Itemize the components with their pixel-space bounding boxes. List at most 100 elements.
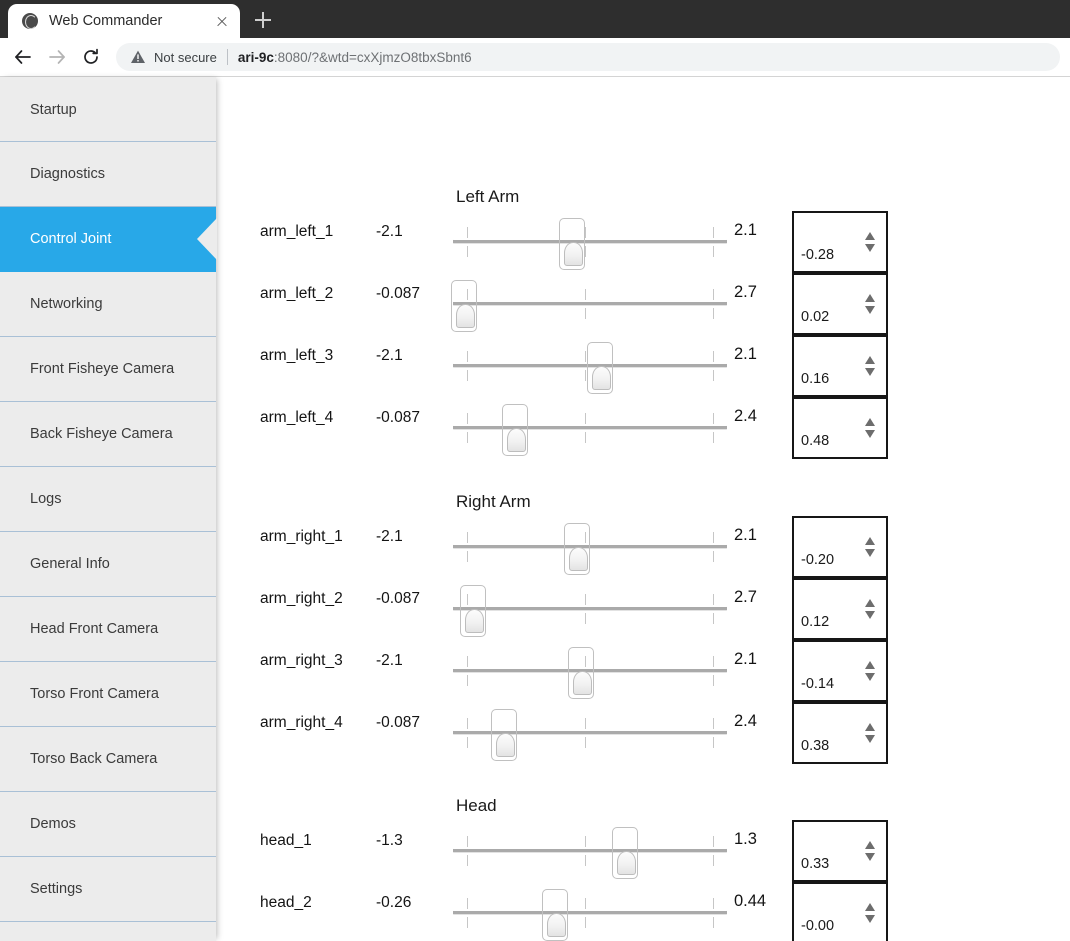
joint-slider[interactable]	[453, 704, 727, 766]
joint-value-spinbox[interactable]: 0.02	[792, 273, 888, 335]
joint-value-spinbox[interactable]: -0.14	[792, 640, 888, 702]
sidebar-item-general-info[interactable]: General Info	[0, 532, 216, 597]
slider-thumb[interactable]	[491, 709, 518, 761]
joint-value-spinbox[interactable]: 0.48	[792, 397, 888, 459]
joint-value-spinbox[interactable]: 0.12	[792, 578, 888, 640]
spinbox-stepper[interactable]	[865, 418, 876, 438]
chevron-up-icon[interactable]	[865, 537, 875, 545]
slider-track[interactable]	[453, 730, 727, 735]
joint-slider[interactable]	[453, 399, 727, 461]
slider-track[interactable]	[453, 848, 727, 853]
reload-icon[interactable]	[76, 42, 106, 72]
chevron-up-icon[interactable]	[865, 294, 875, 302]
back-arrow-icon[interactable]	[8, 42, 38, 72]
sidebar-item-front-fisheye-camera[interactable]: Front Fisheye Camera	[0, 337, 216, 402]
chevron-down-icon[interactable]	[865, 368, 875, 376]
slider-tick	[466, 656, 468, 667]
joint-value-spinbox[interactable]: 0.38	[792, 702, 888, 764]
slider-thumb[interactable]	[563, 523, 590, 575]
joint-value-spinbox[interactable]: -0.28	[792, 211, 888, 273]
sidebar-item-torso-back-camera[interactable]: Torso Back Camera	[0, 727, 216, 792]
joint-slider[interactable]	[453, 213, 727, 275]
sidebar-item-torso-front-camera[interactable]: Torso Front Camera	[0, 662, 216, 727]
slider-thumb[interactable]	[460, 585, 487, 637]
slider-track[interactable]	[453, 910, 727, 915]
joint-max-label: 2.1	[734, 221, 757, 239]
sidebar-item-settings[interactable]: Settings	[0, 857, 216, 922]
joint-slider[interactable]	[450, 275, 727, 337]
chevron-down-icon[interactable]	[865, 673, 875, 681]
spinbox-stepper[interactable]	[865, 537, 876, 557]
slider-tick	[584, 836, 586, 847]
joint-slider[interactable]	[453, 822, 727, 884]
joint-slider[interactable]	[453, 884, 727, 941]
slider-thumb[interactable]	[558, 218, 585, 270]
slider-track[interactable]	[453, 606, 727, 611]
spinbox-value: 0.38	[801, 738, 830, 754]
chevron-up-icon[interactable]	[865, 841, 875, 849]
forward-arrow-icon[interactable]	[42, 42, 72, 72]
joint-slider[interactable]	[453, 580, 727, 642]
joint-value-spinbox[interactable]: -0.00	[792, 882, 888, 941]
slider-tick	[584, 737, 586, 748]
chevron-down-icon[interactable]	[865, 735, 875, 743]
slider-track[interactable]	[453, 544, 727, 549]
spinbox-stepper[interactable]	[865, 903, 876, 923]
joint-value-spinbox[interactable]: 0.16	[792, 335, 888, 397]
slider-thumb[interactable]	[450, 280, 477, 332]
chevron-down-icon[interactable]	[865, 244, 875, 252]
sidebar-item-diagnostics[interactable]: Diagnostics	[0, 142, 216, 207]
slider-thumb[interactable]	[502, 404, 529, 456]
chevron-up-icon[interactable]	[865, 418, 875, 426]
chevron-up-icon[interactable]	[865, 723, 875, 731]
slider-tick	[584, 917, 586, 928]
spinbox-stepper[interactable]	[865, 356, 876, 376]
sidebar-item-networking[interactable]: Networking	[0, 272, 216, 337]
slider-thumb[interactable]	[587, 342, 614, 394]
chevron-up-icon[interactable]	[865, 599, 875, 607]
sidebar-item-label: Torso Back Camera	[30, 751, 158, 767]
spinbox-stepper[interactable]	[865, 599, 876, 619]
spinbox-stepper[interactable]	[865, 232, 876, 252]
joint-slider[interactable]	[453, 518, 727, 580]
joint-value-spinbox[interactable]: 0.33	[792, 820, 888, 882]
spinbox-stepper[interactable]	[865, 723, 876, 743]
browser-tab[interactable]: Web Commander	[8, 4, 240, 38]
sidebar-item-back-fisheye-camera[interactable]: Back Fisheye Camera	[0, 402, 216, 467]
chevron-up-icon[interactable]	[865, 903, 875, 911]
slider-track[interactable]	[453, 239, 727, 244]
chevron-down-icon[interactable]	[865, 549, 875, 557]
slider-thumb[interactable]	[611, 827, 638, 879]
chevron-down-icon[interactable]	[865, 853, 875, 861]
address-bar[interactable]: Not secure ari-9c:8080/?&wtd=cxXjmzO8tbx…	[116, 43, 1060, 71]
chevron-down-icon[interactable]	[865, 430, 875, 438]
slider-thumb[interactable]	[567, 647, 594, 699]
slider-track[interactable]	[453, 425, 727, 430]
sidebar-item-head-front-camera[interactable]: Head Front Camera	[0, 597, 216, 662]
sidebar-item-startup[interactable]: Startup	[0, 77, 216, 142]
new-tab-button[interactable]	[248, 5, 278, 35]
sidebar-item-demos[interactable]: Demos	[0, 792, 216, 857]
chevron-up-icon[interactable]	[865, 356, 875, 364]
spinbox-stepper[interactable]	[865, 294, 876, 314]
slider-track[interactable]	[453, 363, 727, 368]
joint-max-label: 0.44	[734, 892, 767, 910]
chevron-up-icon[interactable]	[865, 661, 875, 669]
chevron-down-icon[interactable]	[865, 915, 875, 923]
spinbox-stepper[interactable]	[865, 661, 876, 681]
sidebar-item-logs[interactable]: Logs	[0, 467, 216, 532]
joint-value-spinbox[interactable]: -0.20	[792, 516, 888, 578]
joint-slider[interactable]	[453, 642, 727, 704]
joint-min-label: -0.087	[376, 409, 420, 426]
chevron-down-icon[interactable]	[865, 611, 875, 619]
chevron-up-icon[interactable]	[865, 232, 875, 240]
slider-track[interactable]	[453, 301, 727, 306]
sidebar-item-control-joint[interactable]: Control Joint	[0, 207, 216, 272]
close-icon[interactable]	[212, 11, 232, 31]
slider-tick	[713, 836, 715, 847]
spinbox-stepper[interactable]	[865, 841, 876, 861]
chevron-down-icon[interactable]	[865, 306, 875, 314]
slider-tick	[584, 227, 586, 238]
slider-thumb[interactable]	[541, 889, 568, 941]
joint-slider[interactable]	[453, 337, 727, 399]
